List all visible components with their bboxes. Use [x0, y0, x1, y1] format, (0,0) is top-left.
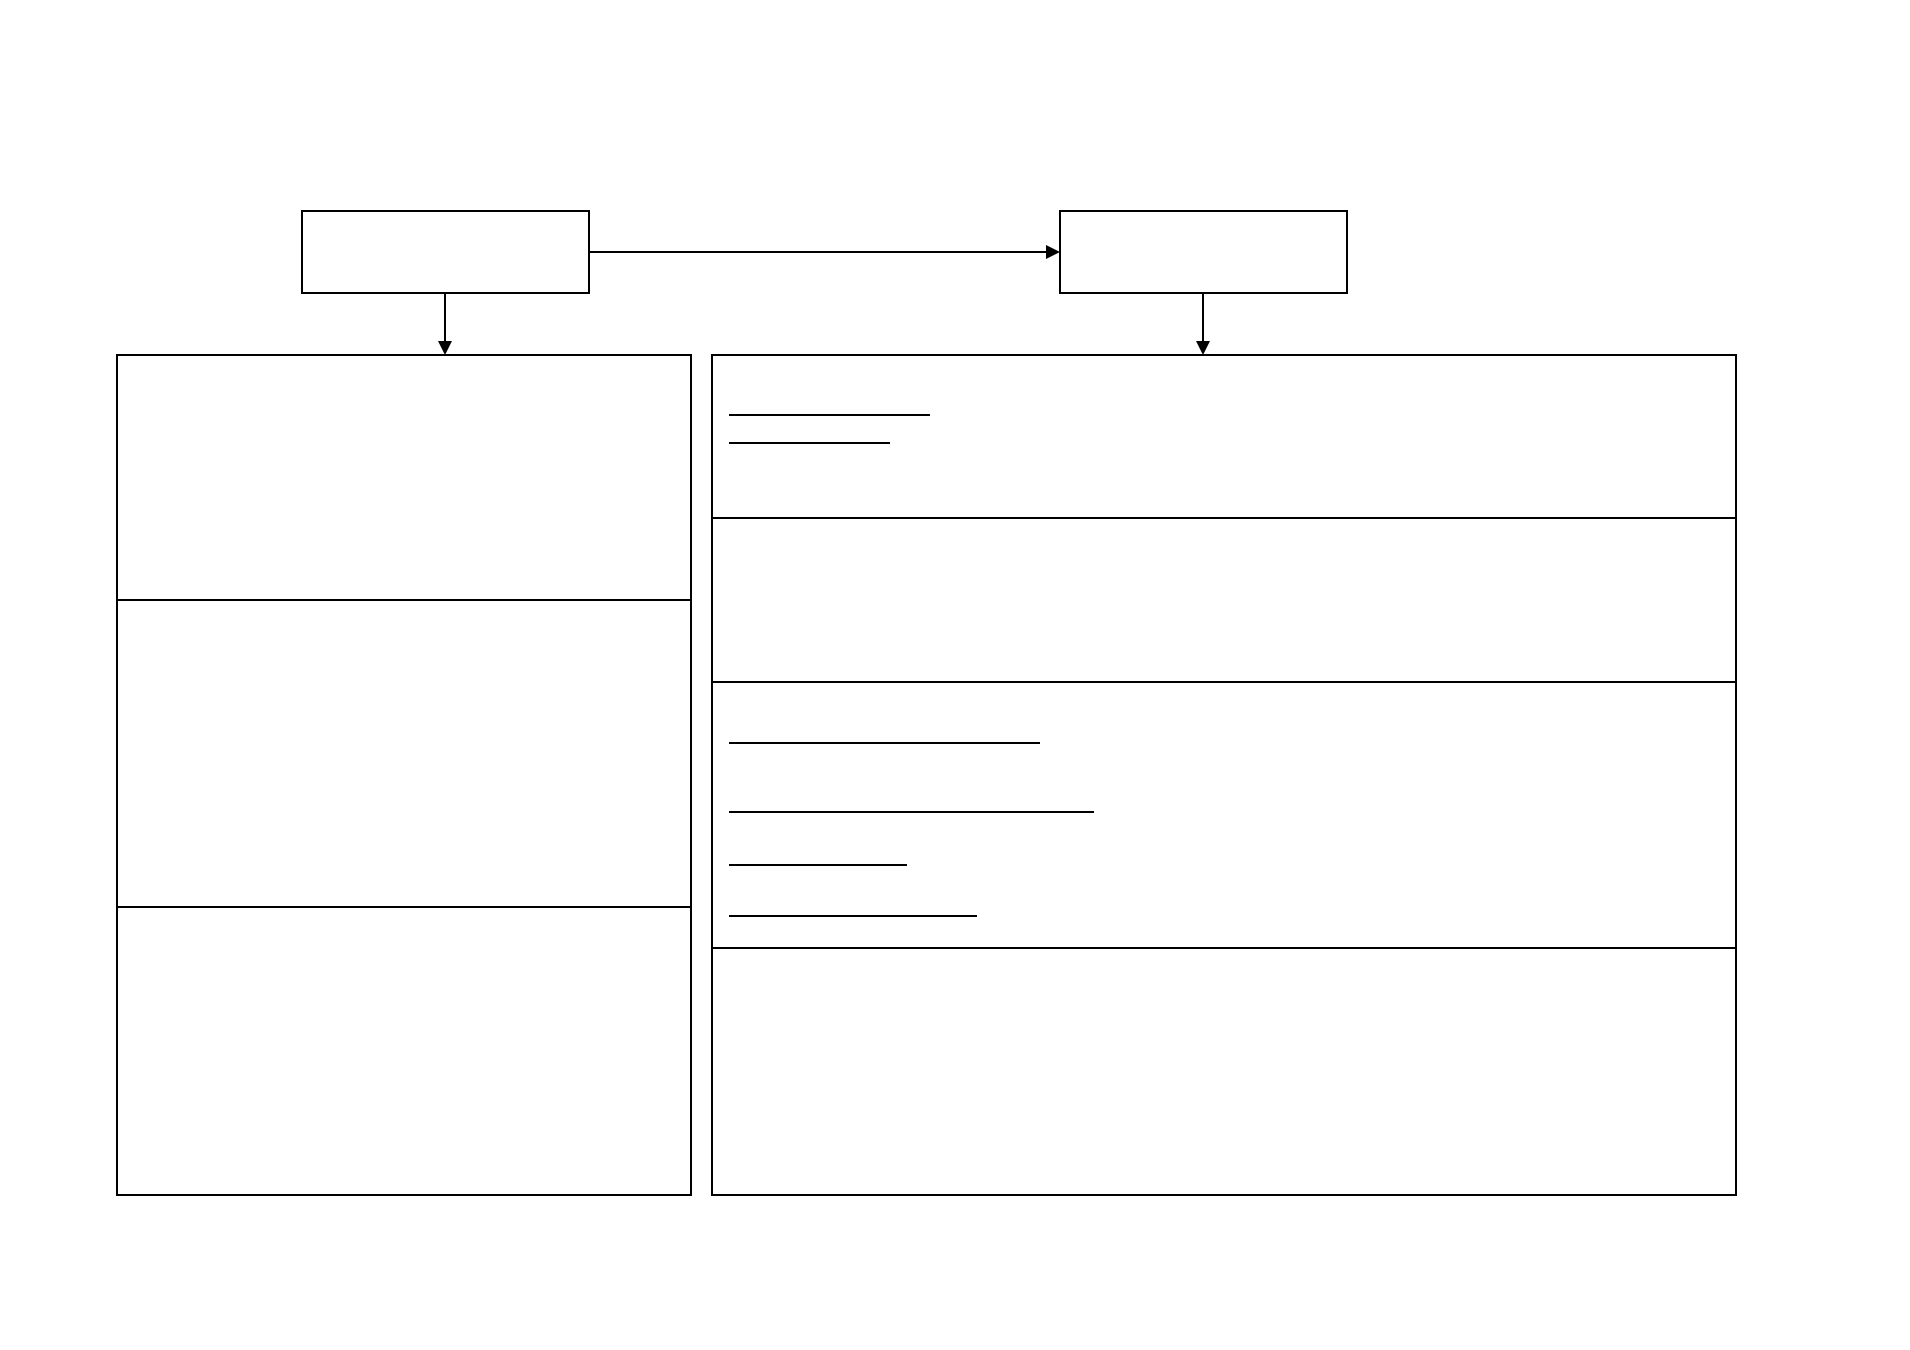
right-panel	[711, 354, 1737, 1196]
top-left-node	[301, 210, 590, 294]
top-right-node	[1059, 210, 1348, 294]
arrow-top-right-to-right-panel	[1196, 293, 1210, 355]
left-panel	[116, 354, 692, 1196]
arrow-top-left-to-top-right	[589, 245, 1060, 259]
arrow-top-left-to-left-panel	[438, 293, 452, 355]
